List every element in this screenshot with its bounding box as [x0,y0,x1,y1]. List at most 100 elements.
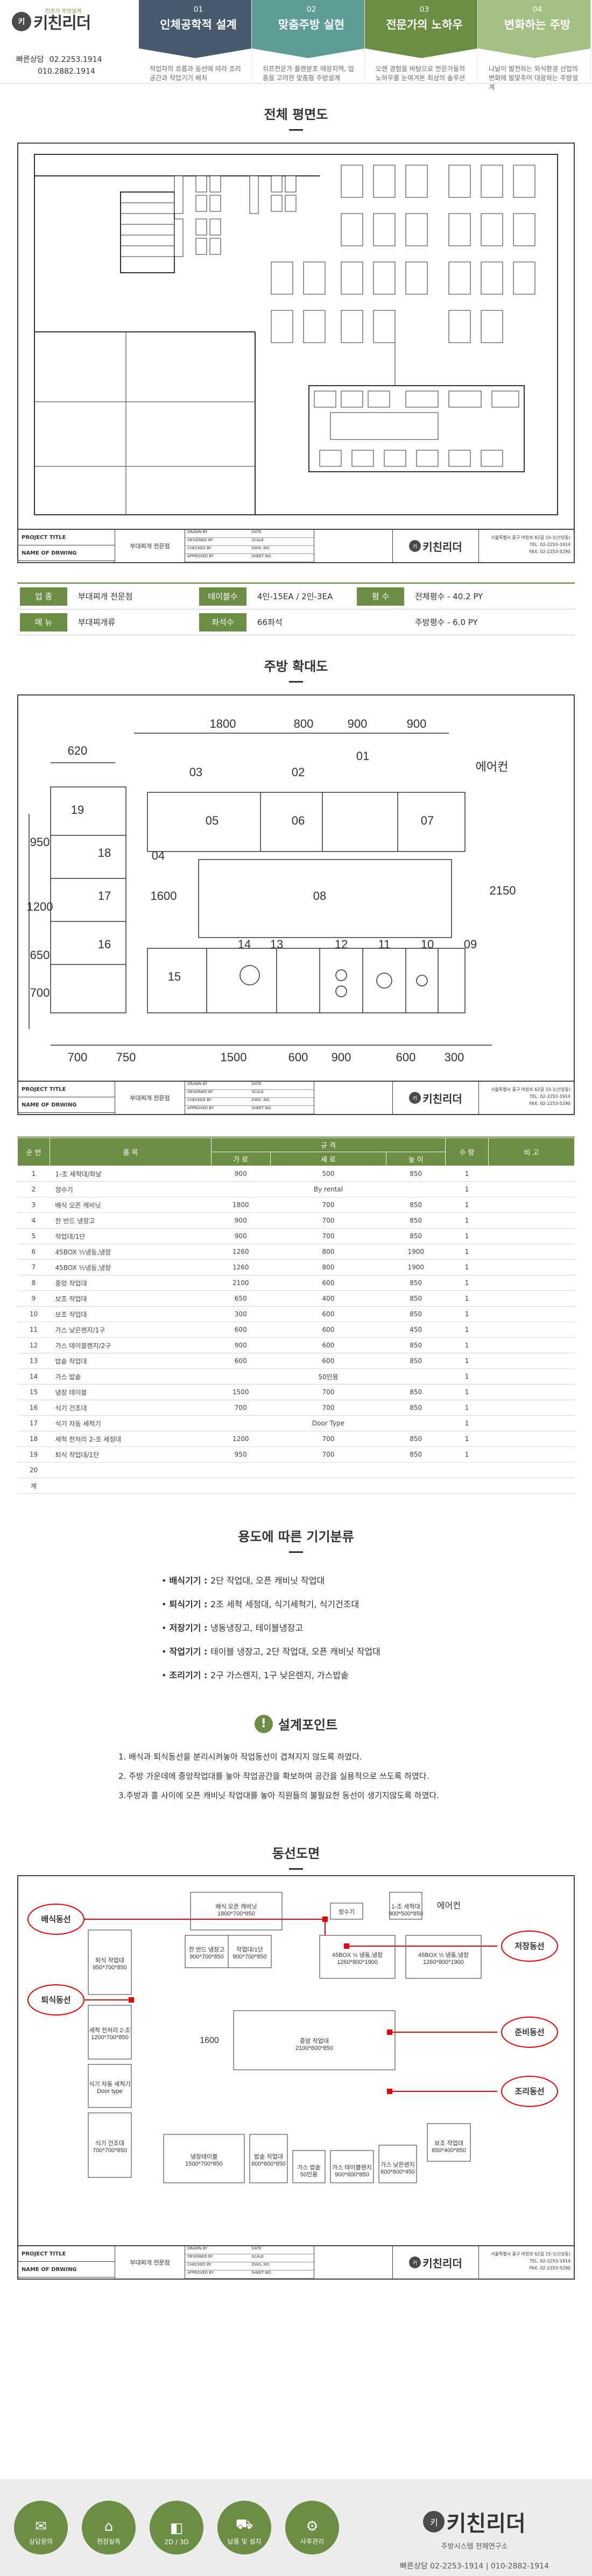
spec-cell: 15 [17,1384,50,1400]
spec-cell: 7 [17,1259,50,1275]
card-desc: 오랜 경험을 바탕으로 전문가들의 노하우를 눈여겨본 최상의 솔루션 [376,65,466,82]
footer-button[interactable]: ◧2D / 3D [150,2501,203,2554]
spec-cell [488,1290,575,1307]
footer-button-label: 상담문의 [29,2538,53,2545]
spec-cell: 50인용 [270,1368,386,1385]
spec-cell [211,1415,271,1431]
spec-cell: 1260 [211,1259,271,1275]
label-05: 05 [206,814,219,827]
card-num: 03 [419,5,429,14]
info-key: 메 뉴 [20,613,67,631]
spec-cell [488,1368,575,1385]
tb-name-label: NAME OF DRWING [18,545,115,561]
tb-sheet: SHEET NO. [249,2270,314,2279]
info-value: 부대찌개류 [78,618,116,627]
spec-cell: 2 [17,1181,50,1197]
spec-cell [211,1462,271,1478]
footer-phone[interactable]: 빠른상담 02-2253-1914 | 010-2882-1914 [400,2562,549,2571]
spec-cell [488,1462,575,1478]
phone-2[interactable]: 010.2882.1914 [38,67,95,76]
phone-1[interactable]: 02.2253.1914 [49,55,102,64]
spec-cell: 900 [211,1337,271,1353]
label-18: 18 [98,846,111,860]
spec-cell [488,1446,575,1463]
spec-cell: 400 [270,1290,386,1307]
card-num: 04 [532,5,542,14]
spec-cell: 850 [386,1275,446,1291]
spec-cell: 600 [270,1322,386,1338]
tb-dwg: DWG. NO [249,1098,314,1106]
tb-sheet: SHEET NO. [249,554,314,562]
footer-button[interactable]: ⚙사후관리 [285,2501,339,2554]
section-title-text: 주방 확대도 [264,659,328,674]
spec-cell: 1900 [386,1259,446,1275]
use-key: 작업기기 : [169,1647,210,1657]
info-value: 전체평수 - 40.2 PY [415,592,483,601]
flow-box: 정수기 [339,1908,355,1915]
tb-approved: APPROVED BY [185,2270,250,2279]
spec-cell [445,1462,489,1478]
spec-cell: 850 [386,1228,446,1244]
spec-cell: 700 [270,1212,386,1229]
floor-plan-svg [34,154,558,515]
footer-button-icon: ◧ [170,2520,184,2536]
spec-cell: 700 [270,1431,386,1447]
tb-date: DATE [249,530,314,538]
logo-mark-icon: 키 [12,12,31,31]
dim-1800: 1800 [210,717,236,730]
spec-cell: 850 [386,1197,446,1213]
label-16: 16 [98,938,111,951]
tb-project-label: PROJECT TITLE [18,2246,115,2262]
use-value: 2조 세척 세정대, 식기세척기, 식기건조대 [210,1599,360,1609]
spec-cell [488,1259,575,1275]
tb-logo-text: 키친리더 [422,2256,462,2270]
label-13: 13 [270,938,283,951]
spec-cell: 850 [386,1384,446,1400]
spec-cell: 12 [17,1337,50,1353]
tb-logo-icon: 키 [409,2256,421,2268]
spec-cell [270,1478,386,1494]
footer-button[interactable]: ✉상담문의 [14,2501,68,2554]
point-item: 3.주방과 홀 사이에 오픈 캐비닛 작업대를 놓아 직원들의 불필요한 동선이… [118,1791,439,1800]
brand-logo[interactable]: 키 키친리더 전문가 주방설계 [12,9,119,33]
spec-cell: 1 [445,1275,489,1291]
footer-button-icon: ⌂ [104,2518,114,2535]
footer-button[interactable]: ⛟납품 및 설치 [217,2501,271,2554]
spec-cell: 1260 [211,1244,271,1260]
tb-tel: TEL. 02-2253-1914 [529,542,570,547]
info-value: 부대찌개 전문점 [78,592,133,601]
tb-project-label: PROJECT TITLE [18,1082,115,1097]
logo-subtitle: 전문가 주방설계 [45,9,82,15]
aircon-label: 에어컨 [476,760,509,773]
spec-cell: 600 [270,1337,386,1353]
footer-button[interactable]: ⌂현장실측 [82,2501,136,2554]
flow-label-cook: 조리동선 [515,2087,544,2096]
use-item: • 퇴식기기 : 2조 세척 세정대, 식기세척기, 식기건조대 [161,1599,360,1609]
label-01: 01 [356,749,369,763]
spec-cell: 가스 낮은렌지/1구 [50,1322,212,1338]
spec-cell [488,1478,575,1494]
spec-cell: 700 [211,1400,271,1416]
label-08: 08 [313,889,326,903]
spec-cell: 1 [445,1322,489,1338]
